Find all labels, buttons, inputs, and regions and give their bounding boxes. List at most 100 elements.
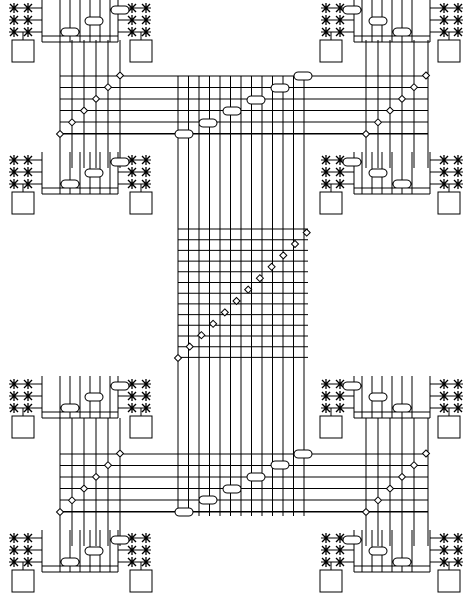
diamond-junction-icon (279, 251, 288, 260)
switch-cross-icon (127, 15, 137, 25)
switch-cross-icon (321, 379, 331, 389)
switch-cross-icon (23, 167, 33, 177)
switch-cross-icon (439, 155, 449, 165)
capsule-connector-icon (110, 5, 130, 15)
switch-cross-icon (439, 167, 449, 177)
block-box-icon (319, 39, 343, 63)
switch-cross-icon (453, 533, 463, 543)
switch-cross-icon (23, 155, 33, 165)
switch-cross-icon (453, 179, 463, 189)
switch-cross-icon (23, 379, 33, 389)
capsule-connector-icon (198, 495, 218, 505)
capsule-connector-icon (293, 71, 313, 81)
switch-cross-icon (127, 391, 137, 401)
switch-cross-icon (23, 533, 33, 543)
switch-cross-icon (9, 155, 19, 165)
block-box-icon (437, 415, 461, 439)
connector-layer (60, 5, 412, 567)
diamond-junction-icon (397, 94, 407, 104)
diamond-junction-icon (103, 82, 113, 92)
switch-cross-icon (335, 391, 345, 401)
switch-cross-icon (23, 179, 33, 189)
capsule-connector-icon (392, 557, 412, 567)
switch-cross-icon (321, 557, 331, 567)
switch-cross-icon (453, 403, 463, 413)
diamond-junction-icon (373, 496, 383, 505)
junction-layer (55, 71, 431, 517)
switch-cross-icon (9, 15, 19, 25)
diamond-junction-icon (409, 82, 419, 92)
switch-cross-icon (127, 167, 137, 177)
capsule-connector-icon (368, 16, 388, 26)
switch-cross-icon (321, 167, 331, 177)
switch-cross-icon (141, 3, 151, 13)
capsule-connector-icon (293, 449, 313, 459)
switch-cross-icon (321, 179, 331, 189)
capsule-connector-icon (392, 403, 412, 413)
switch-cross-icon (335, 545, 345, 555)
diamond-junction-icon (385, 484, 395, 493)
diamond-junction-icon (421, 449, 431, 458)
switch-cross-icon (439, 27, 449, 37)
switch-cross-icon (321, 403, 331, 413)
switch-cross-icon (439, 391, 449, 401)
diamond-junction-icon (361, 129, 371, 139)
capsule-connector-icon (222, 106, 242, 116)
switch-cross-icon (141, 179, 151, 189)
diamond-junction-icon (243, 285, 253, 294)
capsule-connector-icon (84, 546, 104, 556)
capsule-connector-icon (174, 129, 194, 139)
switch-cross-icon (335, 167, 345, 177)
block-box-icon (129, 191, 153, 215)
diamond-junction-icon (197, 330, 206, 340)
switch-cross-icon (453, 545, 463, 555)
switch-layer (9, 3, 463, 567)
switch-cross-icon (439, 179, 449, 189)
switch-cross-icon (439, 545, 449, 555)
capsule-connector-icon (342, 535, 362, 545)
switch-cross-icon (453, 155, 463, 165)
switch-cross-icon (453, 379, 463, 389)
switch-cross-icon (141, 533, 151, 543)
capsule-connector-icon (270, 460, 290, 470)
switch-cross-icon (9, 3, 19, 13)
switch-cross-icon (321, 3, 331, 13)
diamond-junction-icon (55, 129, 65, 139)
switch-cross-icon (23, 557, 33, 567)
switch-cross-icon (335, 557, 345, 567)
diamond-junction-icon (267, 262, 276, 272)
capsule-connector-icon (60, 27, 80, 37)
switch-cross-icon (141, 545, 151, 555)
block-box-icon (11, 39, 35, 63)
capsule-connector-icon (368, 168, 388, 178)
capsule-connector-icon (60, 403, 80, 413)
switch-cross-icon (141, 15, 151, 25)
switch-cross-icon (127, 557, 137, 567)
block-layer (11, 39, 461, 593)
diamond-junction-icon (115, 71, 125, 80)
diamond-junction-icon (173, 353, 183, 363)
capsule-connector-icon (84, 392, 104, 402)
switch-cross-icon (321, 545, 331, 555)
diamond-junction-icon (361, 507, 371, 517)
block-box-icon (319, 569, 343, 593)
diamond-junction-icon (373, 118, 383, 127)
diamond-junction-icon (79, 484, 89, 493)
switch-cross-icon (439, 379, 449, 389)
diamond-junction-icon (115, 449, 125, 458)
capsule-connector-icon (110, 535, 130, 545)
switch-cross-icon (453, 557, 463, 567)
switch-cross-icon (127, 545, 137, 555)
diamond-junction-icon (255, 273, 265, 283)
capsule-connector-icon (392, 27, 412, 37)
switch-cross-icon (335, 179, 345, 189)
diamond-junction-icon (67, 118, 77, 127)
diamond-junction-icon (55, 507, 65, 517)
block-box-icon (319, 191, 343, 215)
block-box-icon (319, 415, 343, 439)
diamond-junction-icon (79, 106, 89, 115)
switch-cross-icon (141, 403, 151, 413)
capsule-connector-icon (60, 179, 80, 189)
diamond-junction-icon (208, 319, 218, 329)
capsule-connector-icon (246, 95, 266, 105)
